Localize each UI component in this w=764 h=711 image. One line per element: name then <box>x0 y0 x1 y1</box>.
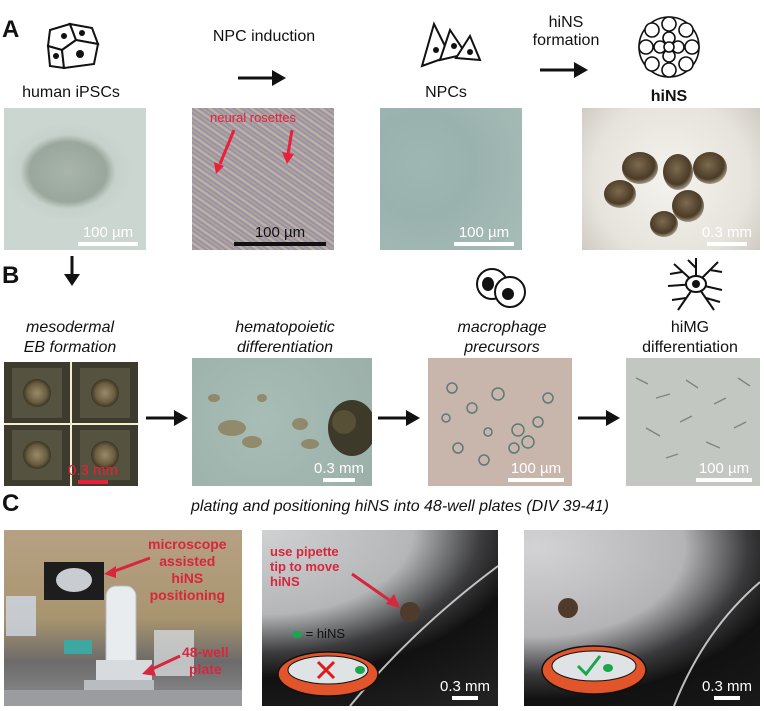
arrow-pointer-icon <box>104 556 181 676</box>
ipsc-cells-icon <box>46 22 100 70</box>
arrow-down-icon <box>64 256 80 286</box>
panel-letter-b: B <box>2 262 20 289</box>
hins-spheroids-graphic <box>604 152 727 237</box>
arrow-right-icon <box>378 410 420 426</box>
legend-hins: = hiNS <box>292 626 345 641</box>
well-edge-graphic <box>558 581 760 706</box>
neural-rosettes-micrograph: neural rosettes 100 µm <box>192 108 334 250</box>
arrow-right-icon <box>146 410 188 426</box>
scale-bar-ipsc: 100 µm <box>78 224 138 246</box>
hematopoietic-micrograph: 0.3 mm <box>192 358 372 486</box>
label-npc-induction: NPC induction <box>212 28 316 45</box>
hins-spheroid-icon <box>638 16 700 78</box>
scale-bar-macrophage: 100 µm <box>508 460 564 482</box>
lab-setup-graphic <box>4 562 242 706</box>
macrophage-cells-graphic <box>441 382 554 466</box>
title-plating-positioning: plating and positioning hiNS into 48-wel… <box>190 498 609 515</box>
label-npcs: NPCs <box>425 84 467 101</box>
scale-bar-npc: 100 µm <box>454 224 514 246</box>
scale-bar-hins: 0.3 mm <box>702 224 752 246</box>
eb-micrograph: 0.3 mm <box>4 362 138 486</box>
himg-micrograph: 100 µm <box>626 358 760 486</box>
npc-micrograph: 100 µm <box>380 108 522 250</box>
scale-bar-rosettes: 100 µm <box>234 224 326 246</box>
arrow-right-icon <box>540 62 588 78</box>
dish-correct-icon <box>541 645 647 695</box>
scale-bar-eb: 0.3 mm <box>68 462 118 484</box>
scale-bar-hematopoietic: 0.3 mm <box>314 460 364 482</box>
ipsc-micrograph: 100 µm <box>4 108 146 250</box>
himg-cells-graphic <box>635 377 751 459</box>
npc-cells-icon <box>420 21 482 68</box>
panel-letter-a: A <box>2 16 20 43</box>
hins-micrograph: 0.3 mm <box>582 108 760 250</box>
scale-bar-well-1: 0.3 mm <box>440 678 490 700</box>
legend-green-dot-icon <box>292 631 302 639</box>
dish-wrong-icon <box>277 651 379 697</box>
label-human-ipscs: human iPSCs <box>22 84 120 101</box>
macrophage-micrograph: 100 µm <box>428 358 572 486</box>
panel-letter-c: C <box>2 490 20 517</box>
scale-bar-himg: 100 µm <box>696 460 752 482</box>
macrophage-cells-icon <box>476 268 526 308</box>
arrow-pointer-icon <box>351 572 400 608</box>
hematopoietic-clusters-graphic <box>208 394 372 456</box>
arrow-right-icon <box>238 70 286 86</box>
well-photo-centered: 0.3 mm <box>524 530 760 706</box>
label-neural-rosettes: neural rosettes <box>210 110 296 125</box>
scale-bar-well-2: 0.3 mm <box>702 678 752 700</box>
eb-microwells-graphic <box>4 362 138 486</box>
arrow-pointer-icon <box>214 129 294 174</box>
arrow-right-icon <box>578 410 620 426</box>
label-hins: hiNS <box>650 88 688 105</box>
microglia-cell-icon <box>667 258 723 311</box>
